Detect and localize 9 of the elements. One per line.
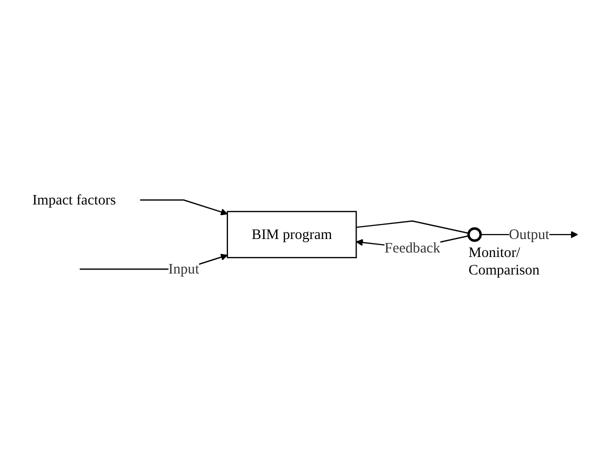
node-circle xyxy=(467,227,482,242)
node-text: Impact factors xyxy=(32,192,116,208)
arrow xyxy=(140,199,228,216)
node-box: BIM program xyxy=(226,210,357,258)
node-caption: Monitor/ Comparison xyxy=(468,244,540,279)
edge-label: Input xyxy=(168,260,200,277)
connector xyxy=(356,220,469,234)
edge-label: Feedback xyxy=(384,240,440,256)
edge-label: Output xyxy=(508,226,550,242)
